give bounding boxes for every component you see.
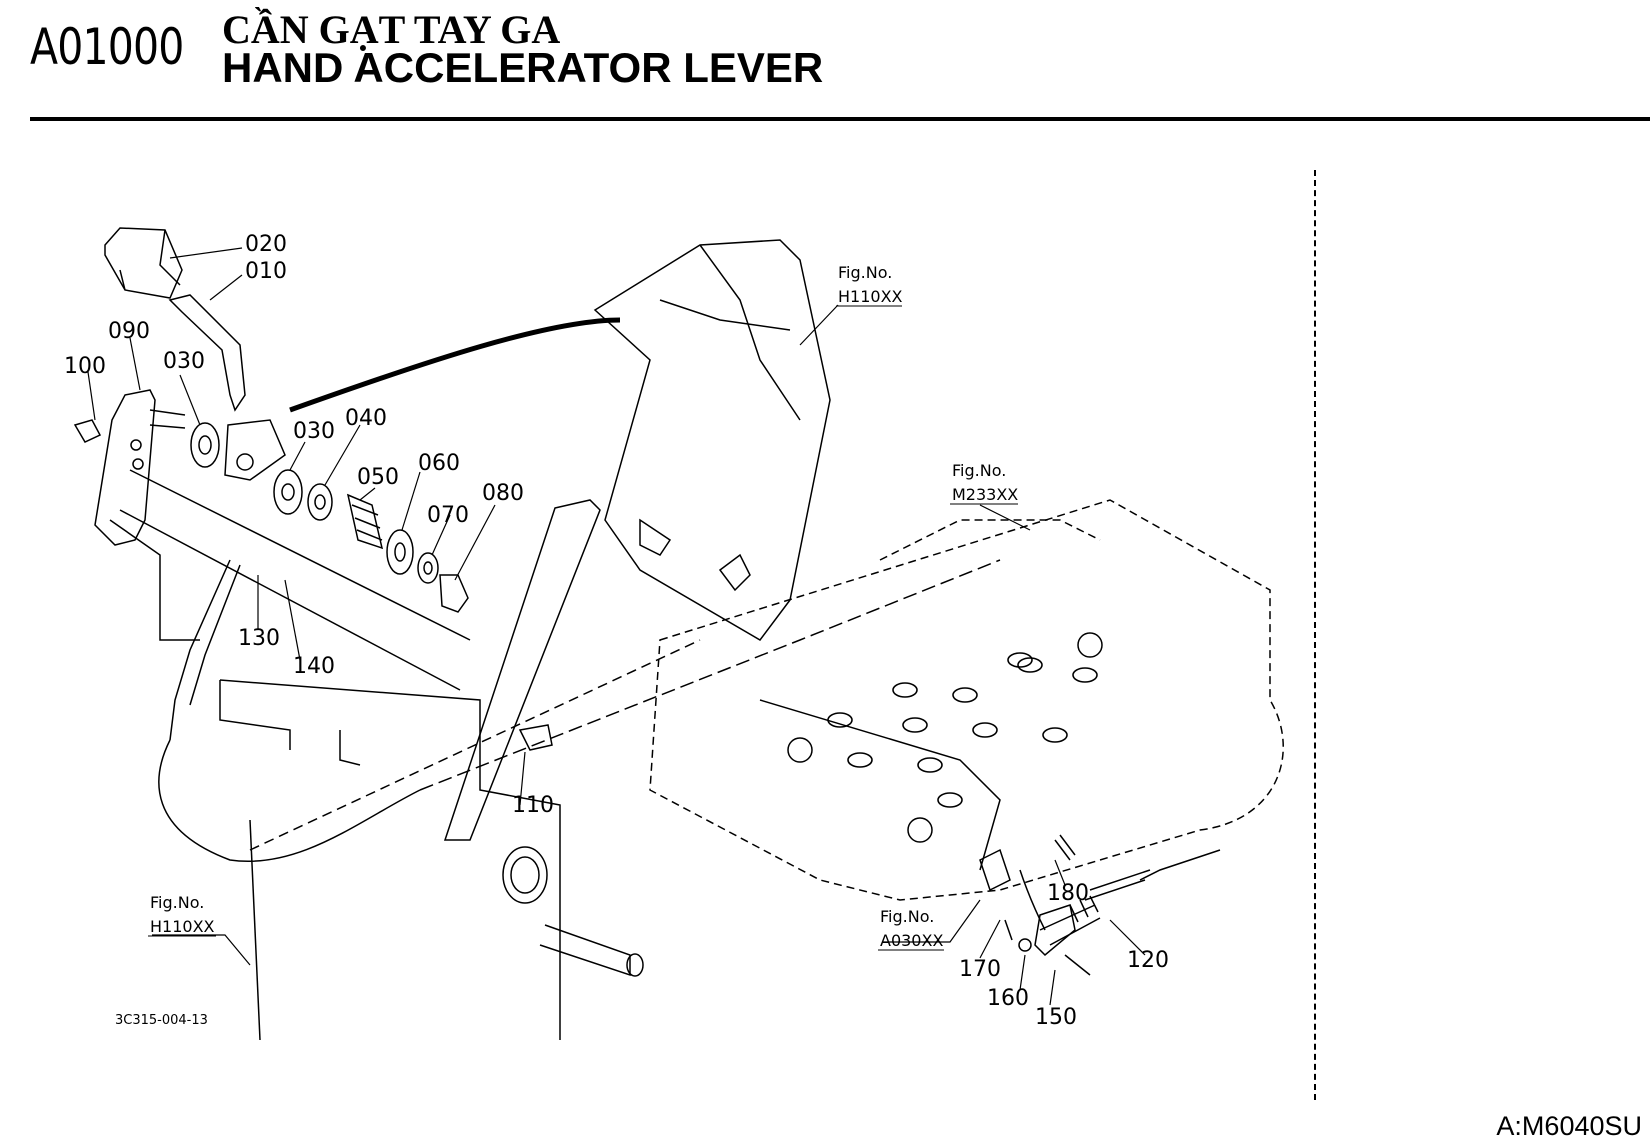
fig-ref-label: Fig.No. xyxy=(838,263,892,282)
figure-references: Fig.No. H110XX Fig.No. M233XX Fig.No. H1… xyxy=(150,263,1018,950)
part-label-100: 100 xyxy=(64,354,106,379)
part-label-120: 120 xyxy=(1127,948,1169,973)
part-label-140: 140 xyxy=(293,654,335,679)
title-english: HAND ACCELERATOR LEVER xyxy=(222,44,824,91)
line-art xyxy=(73,227,1284,1041)
part-label-110: 110 xyxy=(512,793,554,818)
part-label-030-b: 030 xyxy=(293,419,335,444)
fig-ref-code: H110XX xyxy=(838,287,903,306)
section-code: A01000 xyxy=(30,18,184,76)
part-label-170: 170 xyxy=(959,957,1001,982)
title-vietnamese: CẦN GẠT TAY GA xyxy=(222,7,561,52)
fig-ref-label: Fig.No. xyxy=(880,907,934,926)
part-label-020: 020 xyxy=(245,232,287,257)
part-number-labels: 020 010 090 100 030 030 040 050 060 070 … xyxy=(64,232,1169,1030)
part-label-050: 050 xyxy=(357,465,399,490)
part-label-180: 180 xyxy=(1047,881,1089,906)
page-divider xyxy=(1314,170,1316,1100)
part-label-070: 070 xyxy=(427,503,469,528)
fig-ref-code: A030XX xyxy=(880,931,943,950)
fig-ref-code: H110XX xyxy=(150,917,215,936)
model-code: A:M6040SU xyxy=(1496,1111,1642,1141)
fig-ref-label: Fig.No. xyxy=(952,461,1006,480)
drawing-number: 3C315-004-13 xyxy=(115,1013,208,1028)
part-label-030-a: 030 xyxy=(163,349,205,374)
leader-lines xyxy=(87,247,1146,1006)
part-label-060: 060 xyxy=(418,451,460,476)
part-label-010: 010 xyxy=(245,259,287,284)
part-label-080: 080 xyxy=(482,481,524,506)
part-label-090: 090 xyxy=(108,319,150,344)
fig-ref-label: Fig.No. xyxy=(150,893,204,912)
part-label-040: 040 xyxy=(345,406,387,431)
part-label-130: 130 xyxy=(238,626,280,651)
part-label-160: 160 xyxy=(987,986,1029,1011)
fig-ref-code: M233XX xyxy=(952,485,1018,504)
part-label-150: 150 xyxy=(1035,1005,1077,1030)
fig-ref-underlines xyxy=(148,305,1018,951)
header-rule xyxy=(30,117,1650,121)
